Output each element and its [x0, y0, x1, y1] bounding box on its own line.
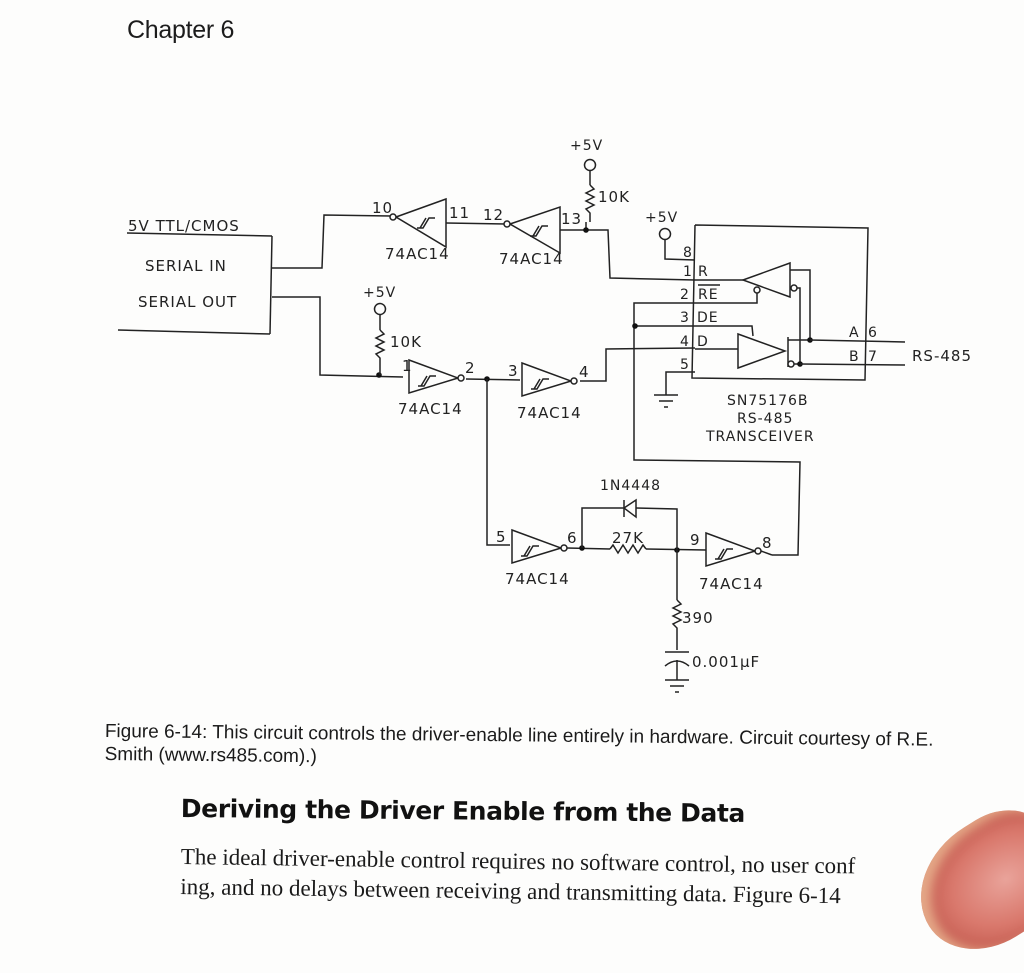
- transceiver-pin-number: 5: [680, 357, 690, 373]
- schmitt-inverter-icon: [508, 205, 561, 255]
- transmit-path-wires: [272, 296, 696, 546]
- transceiver-pin-number: 6: [868, 325, 878, 341]
- transceiver-pin-name: R: [698, 264, 709, 280]
- resistor-icon: [609, 543, 647, 555]
- rs485-driver-enable-schematic: 5V TTL/CMOS SERIAL IN SERIAL OUT +5V 10K…: [117, 138, 972, 693]
- resistor-value: 390: [682, 609, 714, 627]
- junction-dot: [583, 227, 589, 233]
- pin-number: 4: [579, 363, 590, 381]
- transceiver-pin-name: RE: [698, 287, 719, 303]
- transceiver-pin-number: 2: [680, 287, 690, 303]
- transceiver-pin-number: 3: [680, 310, 690, 326]
- driver-buffer-icon: [737, 332, 788, 370]
- transceiver-pin-number: 8: [683, 245, 693, 261]
- pin-number: 13: [561, 210, 582, 228]
- pin-number: 2: [465, 359, 476, 377]
- transceiver-pin-number: 4: [680, 334, 690, 350]
- resistor-value: 27K: [612, 529, 644, 547]
- uart-title: 5V TTL/CMOS: [128, 217, 240, 235]
- schmitt-inverter-icon: [394, 197, 447, 249]
- figure-caption: Figure 6-14: This circuit controls the d…: [104, 720, 934, 768]
- part-label: 74AC14: [385, 245, 450, 263]
- supply-label: +5V: [645, 210, 678, 226]
- pin-number: 1: [402, 357, 413, 375]
- supply-label: +5V: [570, 138, 603, 154]
- pin-number: 8: [762, 534, 773, 552]
- transceiver-sn75176b: +5V 8 1 R 2 RE 3 DE 4 D 5: [632, 210, 972, 556]
- inverter-1-2: 1 2 74AC14: [398, 357, 476, 418]
- pin-number: 5: [496, 528, 507, 546]
- part-label: 74AC14: [505, 570, 570, 588]
- uart-pin-serial-out: SERIAL OUT: [138, 293, 237, 311]
- transceiver-pin-number: 7: [868, 349, 878, 365]
- junction-dot: [632, 323, 638, 329]
- pin-number: 11: [449, 204, 470, 222]
- transceiver-label-line: RS-485: [737, 411, 793, 427]
- resistor-value: 10K: [598, 188, 630, 206]
- running-head: Chapter 6: [127, 16, 235, 44]
- part-label: 74AC14: [398, 400, 463, 418]
- pin-number: 3: [508, 362, 519, 380]
- resistor-value: 10K: [390, 333, 422, 351]
- supply-terminal-icon: [658, 227, 672, 241]
- receiver-buffer-icon: [740, 261, 791, 299]
- part-label: 74AC14: [517, 404, 582, 422]
- capacitor-value: 0.001µF: [692, 653, 760, 671]
- diode-label: 1N4448: [600, 478, 661, 494]
- pin-number: 9: [690, 531, 701, 549]
- uart-pin-serial-in: SERIAL IN: [145, 257, 227, 275]
- section-heading: Deriving the Driver Enable from the Data: [180, 794, 746, 828]
- part-label: 74AC14: [699, 575, 764, 593]
- resistor-icon: [671, 599, 683, 650]
- transceiver-pin-name: A: [849, 325, 860, 341]
- inverter-12-13: 12 13 74AC14: [483, 205, 582, 268]
- pin-number: 10: [372, 199, 393, 217]
- pullup-transmit: +5V 10K: [363, 285, 422, 375]
- inverter-10-11: 10 11 74AC14: [372, 197, 470, 263]
- transceiver-label-line: TRANSCEIVER: [705, 429, 815, 445]
- supply-terminal-icon: [583, 158, 597, 172]
- supply-label: +5V: [363, 285, 396, 301]
- transceiver-box: [691, 224, 869, 381]
- resistor-icon: [374, 329, 386, 375]
- resistor-icon: [584, 184, 596, 222]
- transceiver-label-line: SN75176B: [727, 393, 809, 409]
- uart-block: 5V TTL/CMOS SERIAL IN SERIAL OUT: [117, 217, 273, 335]
- transceiver-pin-name: DE: [697, 310, 719, 326]
- pin-number: 12: [483, 206, 504, 224]
- supply-terminal-icon: [373, 302, 387, 316]
- bus-label: RS-485: [912, 347, 972, 365]
- pullup-receive: +5V 10K: [570, 138, 630, 222]
- receive-path-wires: [272, 214, 696, 281]
- delay-network: 5 6 74AC14 27K 1N4448 9 8 74AC14 390 0.0: [496, 478, 773, 693]
- part-label: 74AC14: [499, 250, 564, 268]
- transceiver-pin-name: D: [697, 334, 709, 350]
- body-paragraph: The ideal driver-enable control requires…: [180, 842, 1024, 915]
- transceiver-pin-name: B: [849, 349, 860, 365]
- pin-number: 6: [567, 529, 578, 547]
- transceiver-pin-number: 1: [683, 264, 693, 280]
- inverter-3-4: 3 4 74AC14: [508, 361, 590, 422]
- junction-dot: [376, 372, 382, 378]
